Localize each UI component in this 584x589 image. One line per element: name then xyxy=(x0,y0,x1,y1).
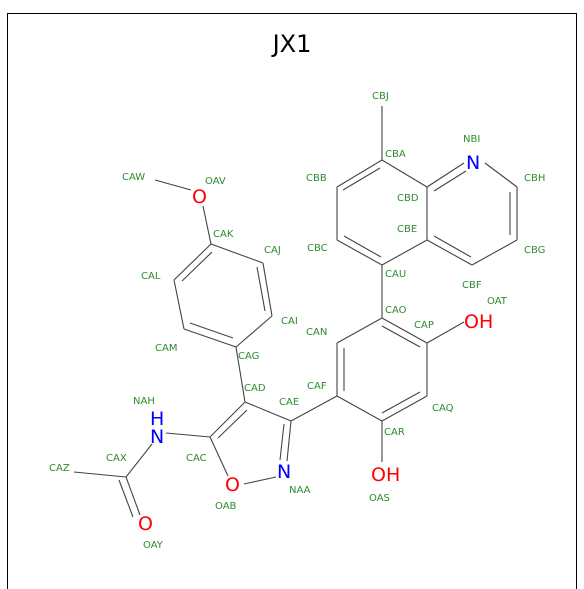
bond-cak-cal-double xyxy=(181,251,213,282)
label-caq: CAQ xyxy=(432,403,454,414)
label-cbb: CBB xyxy=(306,173,327,184)
bond-cad-cae xyxy=(244,401,292,422)
label-cae: CAE xyxy=(279,397,299,408)
label-cal: CAL xyxy=(141,271,161,282)
bond-cam-cag-double xyxy=(189,322,234,339)
label-cbe: CBE xyxy=(397,224,417,235)
label-oas: OAS xyxy=(369,493,390,504)
image-frame xyxy=(7,13,577,589)
bond-cam-cag xyxy=(183,328,237,348)
bond-cad-cag xyxy=(235,346,246,403)
nitrogen-naa-symbol: N xyxy=(277,461,291,483)
hydrogen-nah-symbol: H xyxy=(150,408,164,430)
bond-nbi-cbh xyxy=(484,162,518,188)
label-cbc: CBC xyxy=(307,243,328,254)
bond-caf-cae xyxy=(290,395,338,422)
bond-cak-oav xyxy=(202,205,212,245)
bond-cba-cbb xyxy=(336,159,383,188)
bond-oab-cac xyxy=(209,436,229,477)
label-car: CAR xyxy=(384,427,405,438)
bond-cae-naa xyxy=(286,420,292,462)
bond-cau-cbe xyxy=(381,239,428,266)
bond-cag-cai xyxy=(235,315,273,348)
atom-symbols: O N OH OH N O H N O xyxy=(138,152,493,535)
hydroxyl-oat-symbol: OH xyxy=(464,311,493,333)
bond-cac-cad-double xyxy=(217,409,248,439)
bond-cai-caj-double xyxy=(256,266,266,312)
label-oay: OAY xyxy=(143,540,164,551)
bond-can-cao xyxy=(336,317,383,344)
label-can: CAN xyxy=(306,327,327,338)
label-cak: CAK xyxy=(213,229,234,240)
nitrogen-nbi-symbol: N xyxy=(466,152,480,174)
label-cbj: CBJ xyxy=(372,91,389,102)
bond-cbd-nbi-double xyxy=(433,170,467,192)
bond-cal-cam xyxy=(173,279,185,330)
label-cap: CAP xyxy=(414,320,434,331)
label-oat: OAT xyxy=(487,296,508,307)
bond-caq-car-double xyxy=(381,391,421,414)
oxygen-oab-symbol: O xyxy=(225,474,240,496)
label-caz: CAZ xyxy=(49,463,70,474)
hydroxyl-oas-symbol: OH xyxy=(371,464,400,486)
atom-labels: CBJ NBI CBA CBB CBH CAW OAV CBD CAK CAJ … xyxy=(49,91,545,551)
label-cau: CAU xyxy=(385,269,406,280)
molecule-title: JX1 xyxy=(272,30,312,58)
bond-cbf-cbe-double xyxy=(433,235,472,258)
bond-cbc-cau xyxy=(336,239,383,266)
label-caf: CAF xyxy=(307,381,327,392)
bond-cae-naa-double xyxy=(279,423,285,461)
label-nah: NAH xyxy=(133,396,155,407)
bond-cax-oay-double xyxy=(118,479,134,518)
label-cba: CBA xyxy=(385,149,406,160)
label-caw: CAW xyxy=(122,172,145,183)
label-cbd: CBD xyxy=(397,193,419,204)
oxygen-oav-symbol: O xyxy=(192,186,207,208)
label-naa: NAA xyxy=(289,485,311,496)
label-cai: CAI xyxy=(281,316,298,327)
bond-car-caf xyxy=(336,395,383,422)
label-nbi: NBI xyxy=(463,134,480,145)
label-cag: CAG xyxy=(238,351,259,362)
bond-cai-caj xyxy=(262,262,273,317)
bond-caq-car xyxy=(381,395,428,422)
label-oab: OAB xyxy=(215,501,237,512)
bond-cak-cal xyxy=(173,243,212,281)
bond-cao-cap xyxy=(381,317,428,344)
bond-naa-oab xyxy=(243,476,277,485)
bond-caj-cak xyxy=(210,243,264,264)
bond-cac-nah xyxy=(165,432,211,438)
bond-cbd-cba xyxy=(381,159,428,188)
bond-cbd-nbi xyxy=(426,162,465,188)
bond-cao-cap-double xyxy=(381,325,421,348)
bond-cba-cbb-double xyxy=(342,167,381,191)
label-cbf: CBF xyxy=(462,280,482,291)
bond-cbf-cbe xyxy=(426,239,473,266)
label-cbh: CBH xyxy=(524,173,545,184)
bond-cap-oat xyxy=(426,321,465,344)
oxygen-oay-symbol: O xyxy=(138,513,153,535)
bond-cax-oay xyxy=(125,476,141,516)
label-caj: CAJ xyxy=(264,245,281,256)
bond-cbc-cau-double xyxy=(343,235,382,258)
label-cac: CAC xyxy=(186,453,207,464)
bond-cax-caz xyxy=(73,471,127,478)
bond-cac-cad xyxy=(209,401,246,438)
bond-oav-caw xyxy=(154,179,192,191)
label-cao: CAO xyxy=(385,305,407,316)
bonds xyxy=(73,106,518,518)
label-cbg: CBG xyxy=(524,245,545,256)
nitrogen-nah-symbol: N xyxy=(150,426,164,448)
label-cad: CAD xyxy=(244,383,266,394)
label-oav: OAV xyxy=(205,176,226,187)
label-cax: CAX xyxy=(106,453,127,464)
bond-nah-cax xyxy=(125,443,153,478)
bond-cbg-cbf xyxy=(471,239,518,266)
label-cam: CAM xyxy=(155,343,177,354)
